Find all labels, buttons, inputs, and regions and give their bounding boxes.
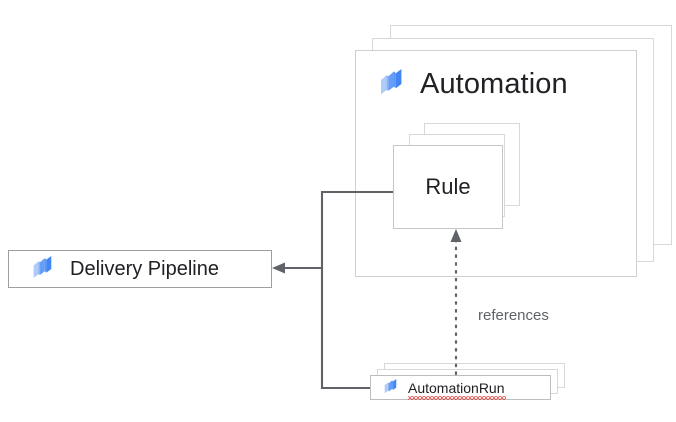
delivery-pipeline-label: Delivery Pipeline: [70, 257, 219, 280]
delivery-pipeline-box: Delivery Pipeline: [8, 250, 272, 288]
automation-run-label: AutomationRun: [408, 379, 506, 400]
google-cloud-deploy-icon: [31, 256, 57, 282]
automation-run-card-front: AutomationRun: [370, 375, 551, 400]
rule-label: Rule: [425, 174, 471, 199]
google-cloud-deploy-icon: [378, 69, 408, 99]
automation-title-group: Automation: [378, 64, 568, 104]
google-cloud-deploy-icon: [383, 379, 400, 396]
connector-automation-run-to-delivery-pipeline: [320, 268, 370, 390]
automation-title-label: Automation: [420, 67, 568, 100]
rule-card-front: [393, 145, 503, 229]
connector-references-label: references: [478, 307, 549, 324]
